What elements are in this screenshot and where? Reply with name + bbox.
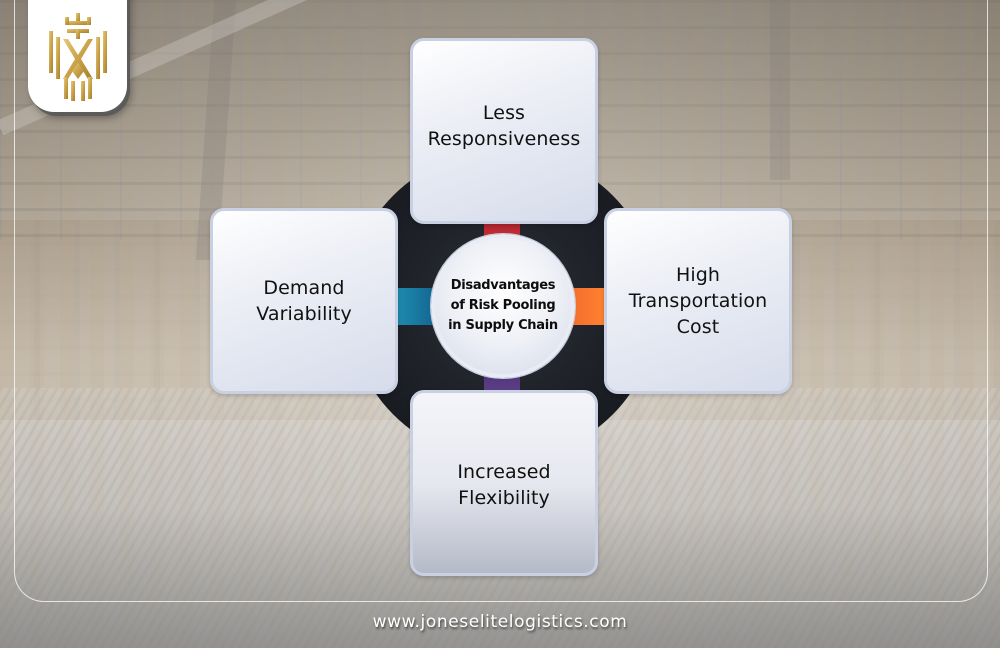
content-frame — [14, 0, 988, 602]
brand-logo[interactable] — [28, 0, 127, 112]
card-increased-flexibility: Increased Flexibility — [410, 390, 598, 576]
card-label: Less Responsiveness — [427, 102, 581, 150]
card-label: High Transportation Cost — [628, 264, 768, 338]
center-hub: Disadvantages of Risk Pooling in Supply … — [431, 234, 575, 378]
card-label: Increased Flexibility — [457, 461, 551, 509]
card-demand-variability: Demand Variability — [210, 208, 398, 394]
website-link[interactable]: www.joneselitelogistics.com — [372, 612, 628, 632]
diagram-title: Disadvantages of Risk Pooling in Supply … — [448, 278, 558, 333]
card-less-responsiveness: Less Responsiveness — [410, 38, 598, 224]
card-label: Demand Variability — [256, 277, 352, 325]
lion-crown-emblem-icon — [48, 13, 107, 101]
card-high-transportation-cost: High Transportation Cost — [604, 208, 792, 394]
